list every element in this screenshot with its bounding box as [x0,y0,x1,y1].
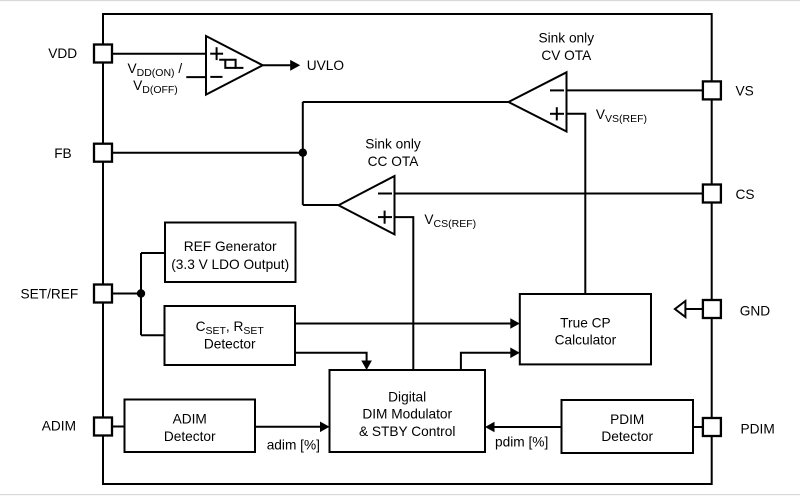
svg-text:CS: CS [736,187,755,202]
svg-text:CV OTA: CV OTA [541,48,592,63]
svg-text:adim [%]: adim [%] [267,438,320,453]
svg-text:Detector: Detector [164,429,216,444]
svg-text:Digital: Digital [388,390,426,405]
svg-text:CC OTA: CC OTA [368,154,420,169]
svg-text:pdim [%]: pdim [%] [495,435,548,450]
svg-text:Detector: Detector [204,337,256,352]
svg-text:SET/REF: SET/REF [20,286,78,301]
svg-text:GND: GND [740,304,771,319]
svg-text:True CP: True CP [560,316,610,331]
svg-text:REF Generator: REF Generator [184,239,277,254]
svg-text:Sink only: Sink only [539,31,595,46]
svg-text:ADIM: ADIM [173,412,207,427]
svg-text:PDIM: PDIM [741,422,775,437]
svg-text:FB: FB [54,146,72,161]
svg-text:VDD: VDD [48,46,77,61]
svg-text:VS: VS [736,83,754,98]
svg-text:UVLO: UVLO [307,58,344,73]
svg-text:& STBY Control: & STBY Control [359,424,455,439]
svg-text:ADIM: ADIM [42,419,76,434]
svg-text:Detector: Detector [601,429,653,444]
svg-text:PDIM: PDIM [610,412,644,427]
svg-text:Sink only: Sink only [365,137,421,152]
svg-text:DIM Modulator: DIM Modulator [362,406,452,421]
svg-text:Calculator: Calculator [555,333,617,348]
svg-text:(3.3 V LDO Output): (3.3 V LDO Output) [171,257,289,272]
